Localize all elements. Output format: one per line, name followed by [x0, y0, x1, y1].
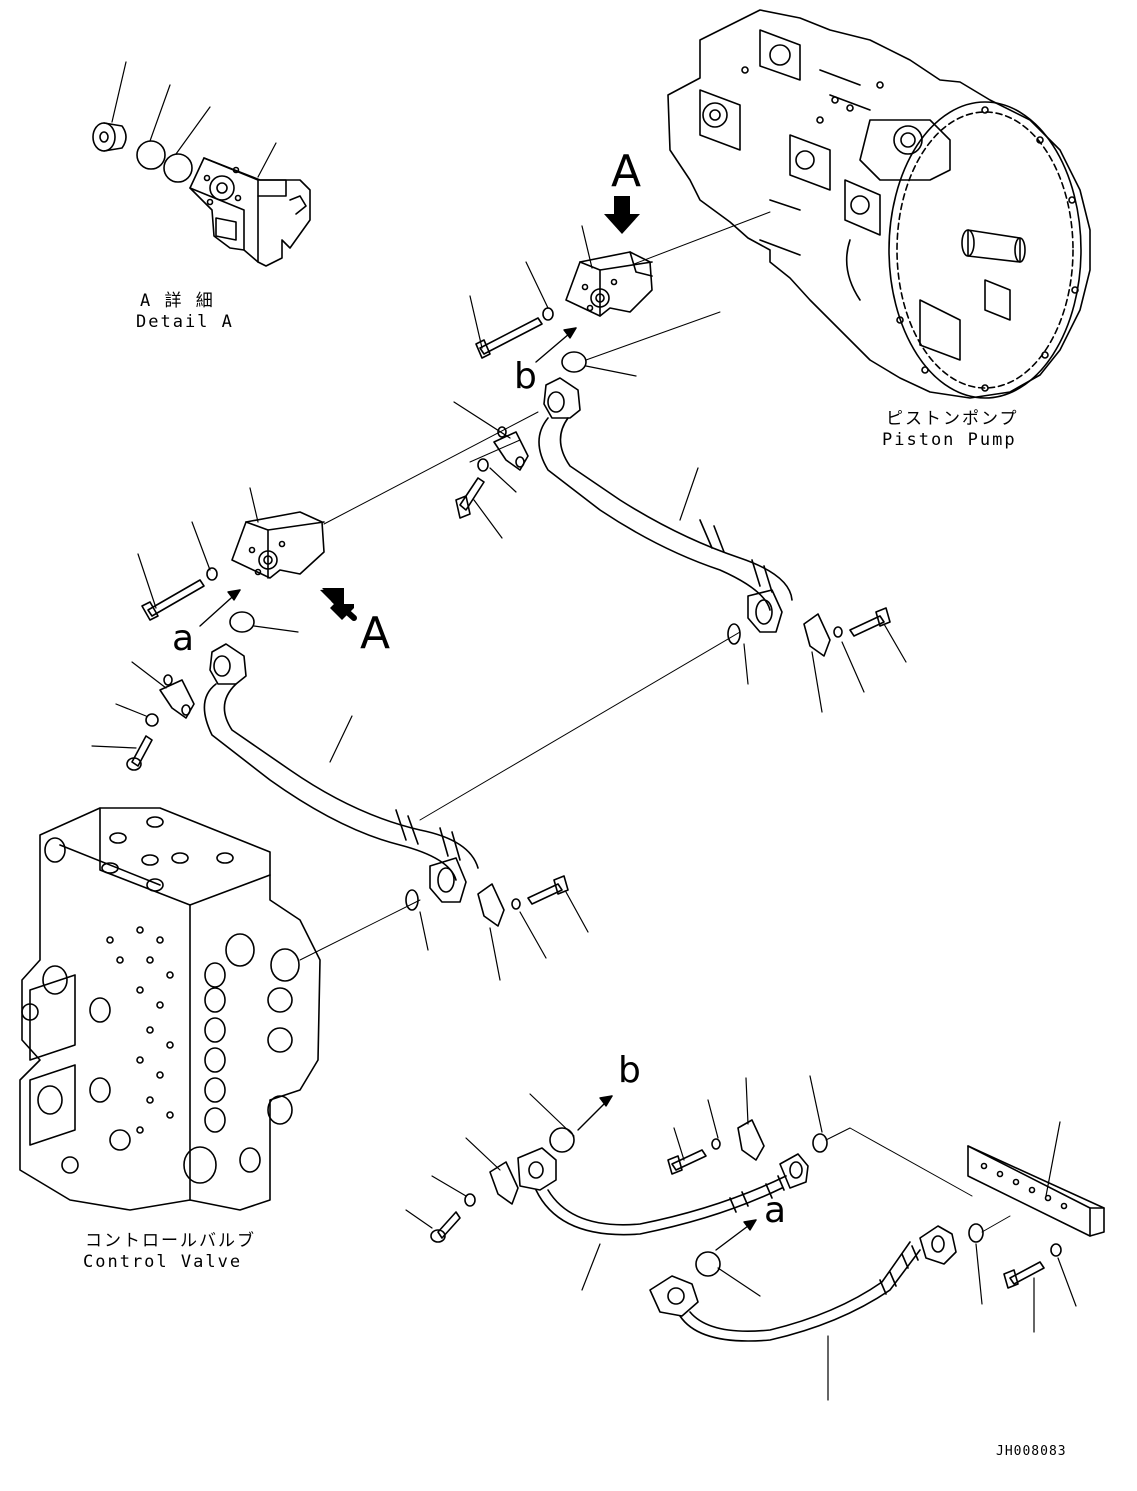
- upper-adapter-block: [566, 252, 652, 316]
- assembly-center-lines: [300, 212, 1010, 1232]
- bottom-bolt-left: [431, 1212, 460, 1242]
- upper-clamp-1: [494, 427, 528, 470]
- control-valve-label-en: Control Valve: [83, 1252, 243, 1272]
- detail-a-plug: [93, 123, 126, 151]
- upper-hose-assembly: [456, 252, 890, 656]
- middle-bolt: [142, 580, 204, 620]
- detail-a-adapter-block: [190, 158, 310, 266]
- control-valve: [20, 808, 320, 1210]
- bottom-oring-a: [696, 1252, 720, 1276]
- middle-clamp-bolt: [127, 736, 152, 770]
- middle-oring: [230, 612, 254, 632]
- mark-a-mid: a: [172, 618, 195, 659]
- bottom-oring-b: [550, 1128, 574, 1152]
- bottom-mounting-plate: [968, 1146, 1104, 1236]
- bottom-washer-right: [712, 1139, 720, 1149]
- middle-hose: [204, 644, 478, 902]
- mark-b-top: b: [514, 356, 537, 397]
- upper-hose: [539, 378, 792, 632]
- bottom-washer-left: [465, 1194, 475, 1206]
- view-a-label-mid: A: [360, 608, 391, 659]
- view-arrow-top: [604, 196, 640, 234]
- bottom-hose-1: [518, 1148, 808, 1235]
- middle-clamp-2: [478, 884, 504, 926]
- control-valve-label-jp: コントロールバルブ: [85, 1231, 256, 1251]
- middle-clamp-2-bolt: [528, 876, 568, 904]
- piston-pump-label-jp: ピストンポンプ: [886, 409, 1019, 429]
- upper-clamp-2-bolt: [850, 608, 890, 636]
- mark-b-bottom: b: [618, 1050, 641, 1091]
- middle-clamp-2-washer: [512, 899, 520, 909]
- upper-bolt: [476, 318, 542, 358]
- piston-pump: [668, 10, 1090, 398]
- detail-a-leader-lines: [112, 62, 276, 177]
- detail-a-label-en: Detail A: [136, 312, 234, 332]
- middle-clamp-washer: [146, 714, 158, 726]
- view-arrow-mid: [320, 588, 354, 620]
- detail-a-oring-2: [164, 154, 192, 182]
- detail-a-oring-1: [137, 141, 165, 169]
- bottom-washer-plate: [1051, 1244, 1061, 1256]
- middle-washer: [207, 568, 217, 580]
- middle-adapter-block: [232, 512, 324, 578]
- upper-clamp-bolt: [456, 478, 484, 518]
- view-a-label-top: A: [611, 146, 642, 197]
- bottom-bolt-plate: [1004, 1262, 1044, 1288]
- drawing-id: JH008083: [996, 1444, 1067, 1459]
- upper-lower-oring: [728, 624, 740, 644]
- mark-a-bottom: a: [764, 1190, 787, 1231]
- bottom-hose-assembly: [431, 1120, 1104, 1341]
- middle-lower-oring: [406, 890, 418, 910]
- upper-clamp-2: [804, 614, 830, 656]
- middle-hose-assembly: [127, 512, 568, 926]
- bottom-clamp-right: [738, 1120, 764, 1160]
- callout-leader-lines: [92, 226, 1076, 1400]
- bottom-clamp-left: [490, 1162, 518, 1204]
- bottom-bolt-right: [668, 1150, 706, 1174]
- bottom-oring-right-1: [813, 1134, 827, 1152]
- detail-a-group: [93, 62, 310, 266]
- upper-clamp-washer: [478, 459, 488, 471]
- upper-clamp-2-washer: [834, 627, 842, 637]
- upper-oring: [562, 352, 586, 372]
- middle-clamp-1: [160, 675, 194, 718]
- bottom-oring-right-2: [969, 1224, 983, 1242]
- detail-a-label-jp: A 詳 細: [140, 291, 215, 311]
- pointer-arrows: [200, 328, 756, 1250]
- bottom-hose-2: [650, 1226, 956, 1341]
- piston-pump-label-en: Piston Pump: [882, 430, 1017, 450]
- upper-washer: [543, 308, 553, 320]
